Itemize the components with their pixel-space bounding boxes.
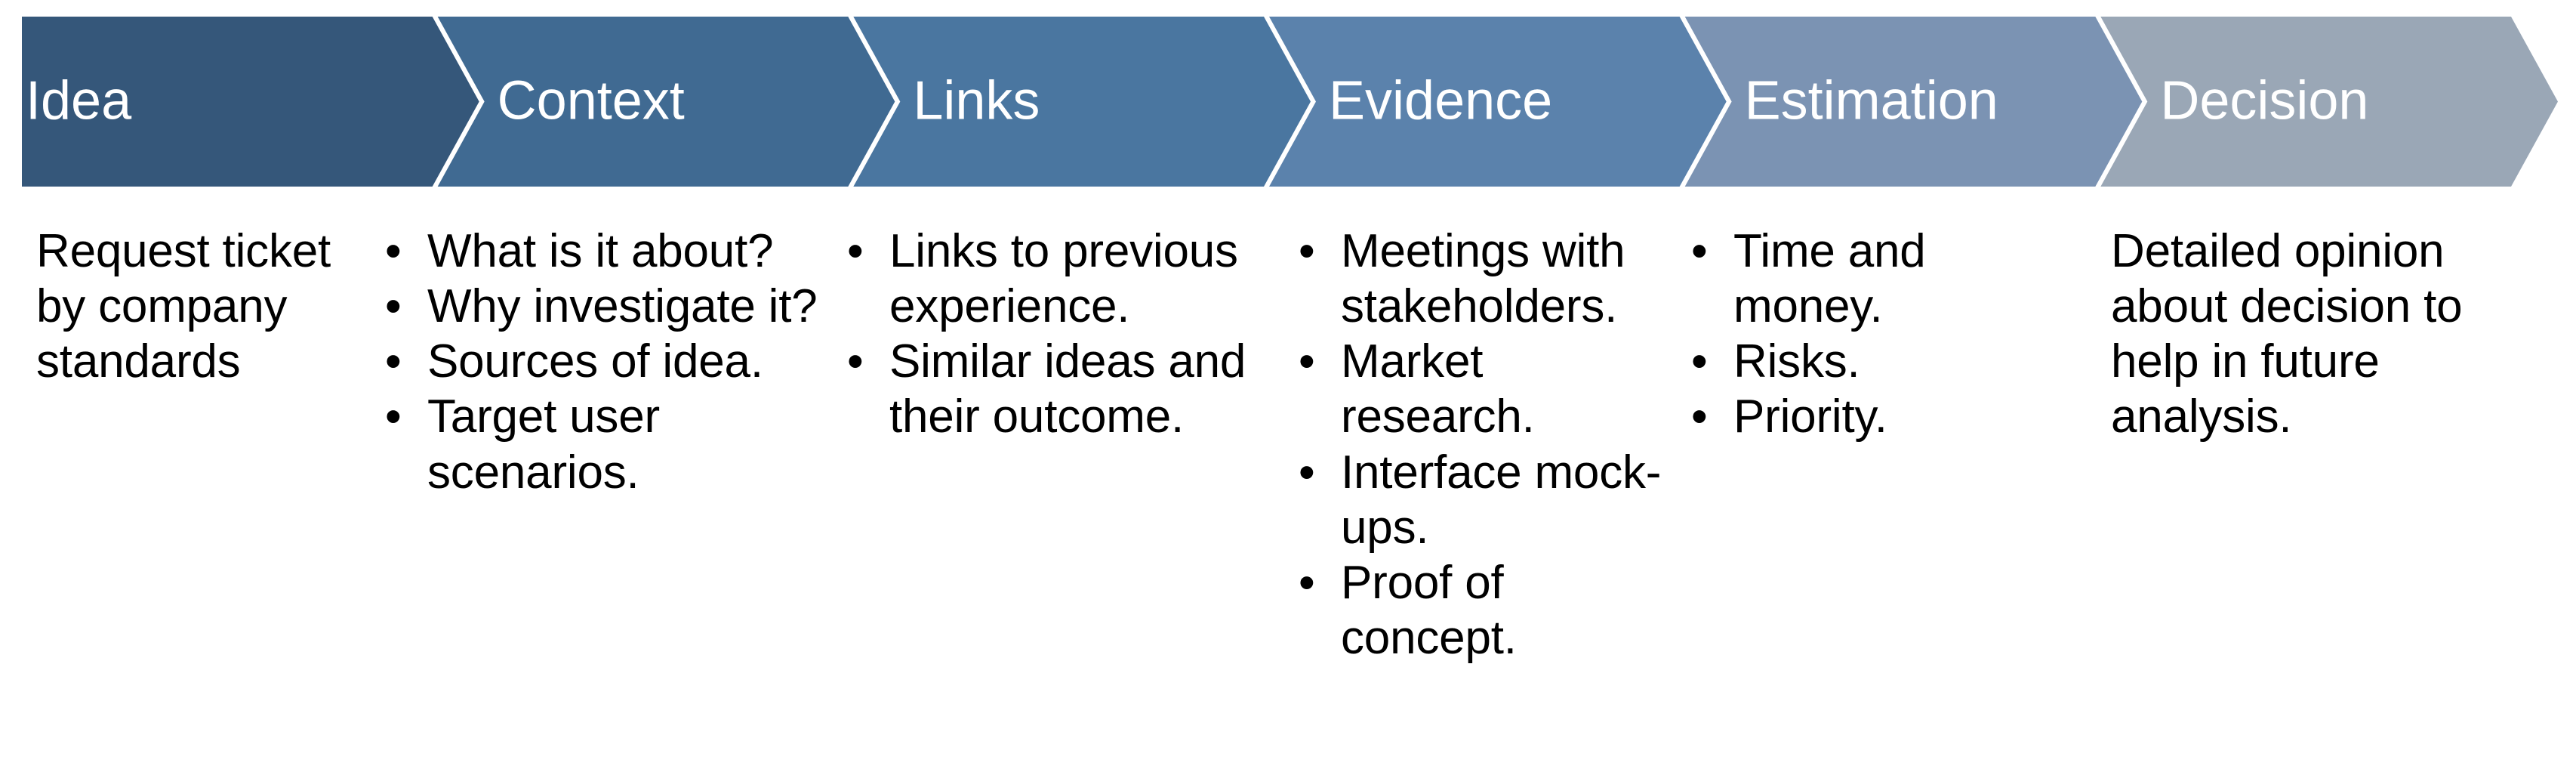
- column-decision: Detailed opinion about decision to help …: [2075, 224, 2558, 445]
- column-text: Detailed opinion about decision to help …: [2111, 225, 2463, 443]
- column-text: Request ticket by company standards: [36, 225, 331, 388]
- list-item-text: Meetings with stakeholders.: [1341, 225, 1625, 333]
- column-evidence: • Meetings with stakeholders. • Market rese…: [1291, 224, 1684, 665]
- bullet-icon: •: [1299, 556, 1315, 609]
- list-item-text: Time and money.: [1733, 225, 1926, 333]
- bullet-list: • What is it about? • Why investigate it? • S…: [377, 224, 832, 500]
- list-item: • Risks.: [1684, 334, 2067, 389]
- bullet-list: • Meetings with stakeholders. • Market rese…: [1291, 224, 1676, 665]
- chevron-step-estimation[interactable]: [1684, 17, 2143, 187]
- list-item: • Sources of idea.: [377, 334, 832, 389]
- bullet-icon: •: [385, 391, 402, 443]
- column-estimation: • Time and money. • Risks. • Priority.: [1684, 224, 2075, 445]
- bullet-icon: •: [385, 335, 402, 388]
- list-item: • Interface mock-ups.: [1291, 445, 1676, 555]
- bullet-icon: •: [1299, 335, 1315, 388]
- list-item: • Meetings with stakeholders.: [1291, 224, 1676, 334]
- bullet-icon: •: [1299, 225, 1315, 277]
- list-item-text: Risks.: [1733, 335, 1860, 388]
- bullet-icon: •: [1299, 446, 1315, 499]
- list-item-text: Interface mock-ups.: [1341, 446, 1662, 554]
- bullet-icon: •: [1691, 335, 1708, 388]
- chevron-label-evidence: Evidence: [1329, 71, 1552, 131]
- bullet-icon: •: [847, 225, 864, 277]
- chevron-label-links: Links: [913, 71, 1040, 131]
- bullet-icon: •: [847, 335, 864, 388]
- process-chevron-banner: Idea Context Links Evidence Estimation Decisi…: [0, 0, 2576, 204]
- chevron-label-idea: Idea: [26, 71, 132, 131]
- bullet-icon: •: [385, 225, 402, 277]
- chevron-label-decision: Decision: [2160, 71, 2368, 131]
- list-item-text: Priority.: [1733, 391, 1887, 443]
- list-item: • Proof of concept.: [1291, 555, 1676, 665]
- list-item-text: Links to previous experience.: [889, 225, 1238, 333]
- chevron-shape[interactable]: [437, 17, 895, 187]
- bullet-icon: •: [1691, 225, 1708, 277]
- bullet-list: • Time and money. • Risks. • Priority.: [1684, 224, 2067, 445]
- list-item: • Time and money.: [1684, 224, 2067, 334]
- list-item: • What is it about?: [377, 224, 832, 279]
- chevron-shape[interactable]: [853, 17, 1311, 187]
- chevron-shape[interactable]: [2100, 17, 2558, 187]
- chevron-shape[interactable]: [1684, 17, 2143, 187]
- column-context: • What is it about? • Why investigate it? • S…: [377, 224, 840, 500]
- chevron-step-idea[interactable]: [22, 17, 479, 187]
- list-item: • Why investigate it?: [377, 279, 832, 334]
- step-detail-columns: Request ticket by company standards • What…: [0, 224, 2576, 752]
- list-item-text: Sources of idea.: [427, 335, 763, 388]
- chevron-label-context: Context: [498, 71, 685, 131]
- bullet-icon: •: [385, 280, 402, 333]
- list-item-text: What is it about?: [427, 225, 774, 277]
- list-item: • Similar ideas and their outcome.: [840, 334, 1283, 444]
- list-item: • Links to previous experience.: [840, 224, 1283, 334]
- chevron-step-decision[interactable]: [2100, 17, 2558, 187]
- bullet-icon: •: [1691, 391, 1708, 443]
- column-idea: Request ticket by company standards: [0, 224, 377, 389]
- chevron-shape[interactable]: [1269, 17, 1727, 187]
- chevron-svg: Idea Context Links Evidence Estimation Decisi…: [22, 17, 2558, 187]
- chevron-step-evidence[interactable]: [1269, 17, 1727, 187]
- chevron-step-links[interactable]: [853, 17, 1311, 187]
- column-links: • Links to previous experience. • Similar i…: [840, 224, 1291, 445]
- list-item-text: Similar ideas and their outcome.: [889, 335, 1246, 443]
- bullet-list: • Links to previous experience. • Similar i…: [840, 224, 1283, 445]
- list-item-text: Why investigate it?: [427, 280, 818, 333]
- chevron-step-context[interactable]: [437, 17, 895, 187]
- list-item: • Priority.: [1684, 389, 2067, 444]
- list-item: • Target user scenarios.: [377, 389, 832, 499]
- list-item-text: Market research.: [1341, 335, 1535, 443]
- chevron-label-estimation: Estimation: [1745, 71, 1998, 131]
- list-item-text: Proof of concept.: [1341, 556, 1517, 665]
- chevron-shape[interactable]: [22, 17, 479, 187]
- list-item: • Market research.: [1291, 334, 1676, 444]
- list-item-text: Target user scenarios.: [427, 391, 660, 499]
